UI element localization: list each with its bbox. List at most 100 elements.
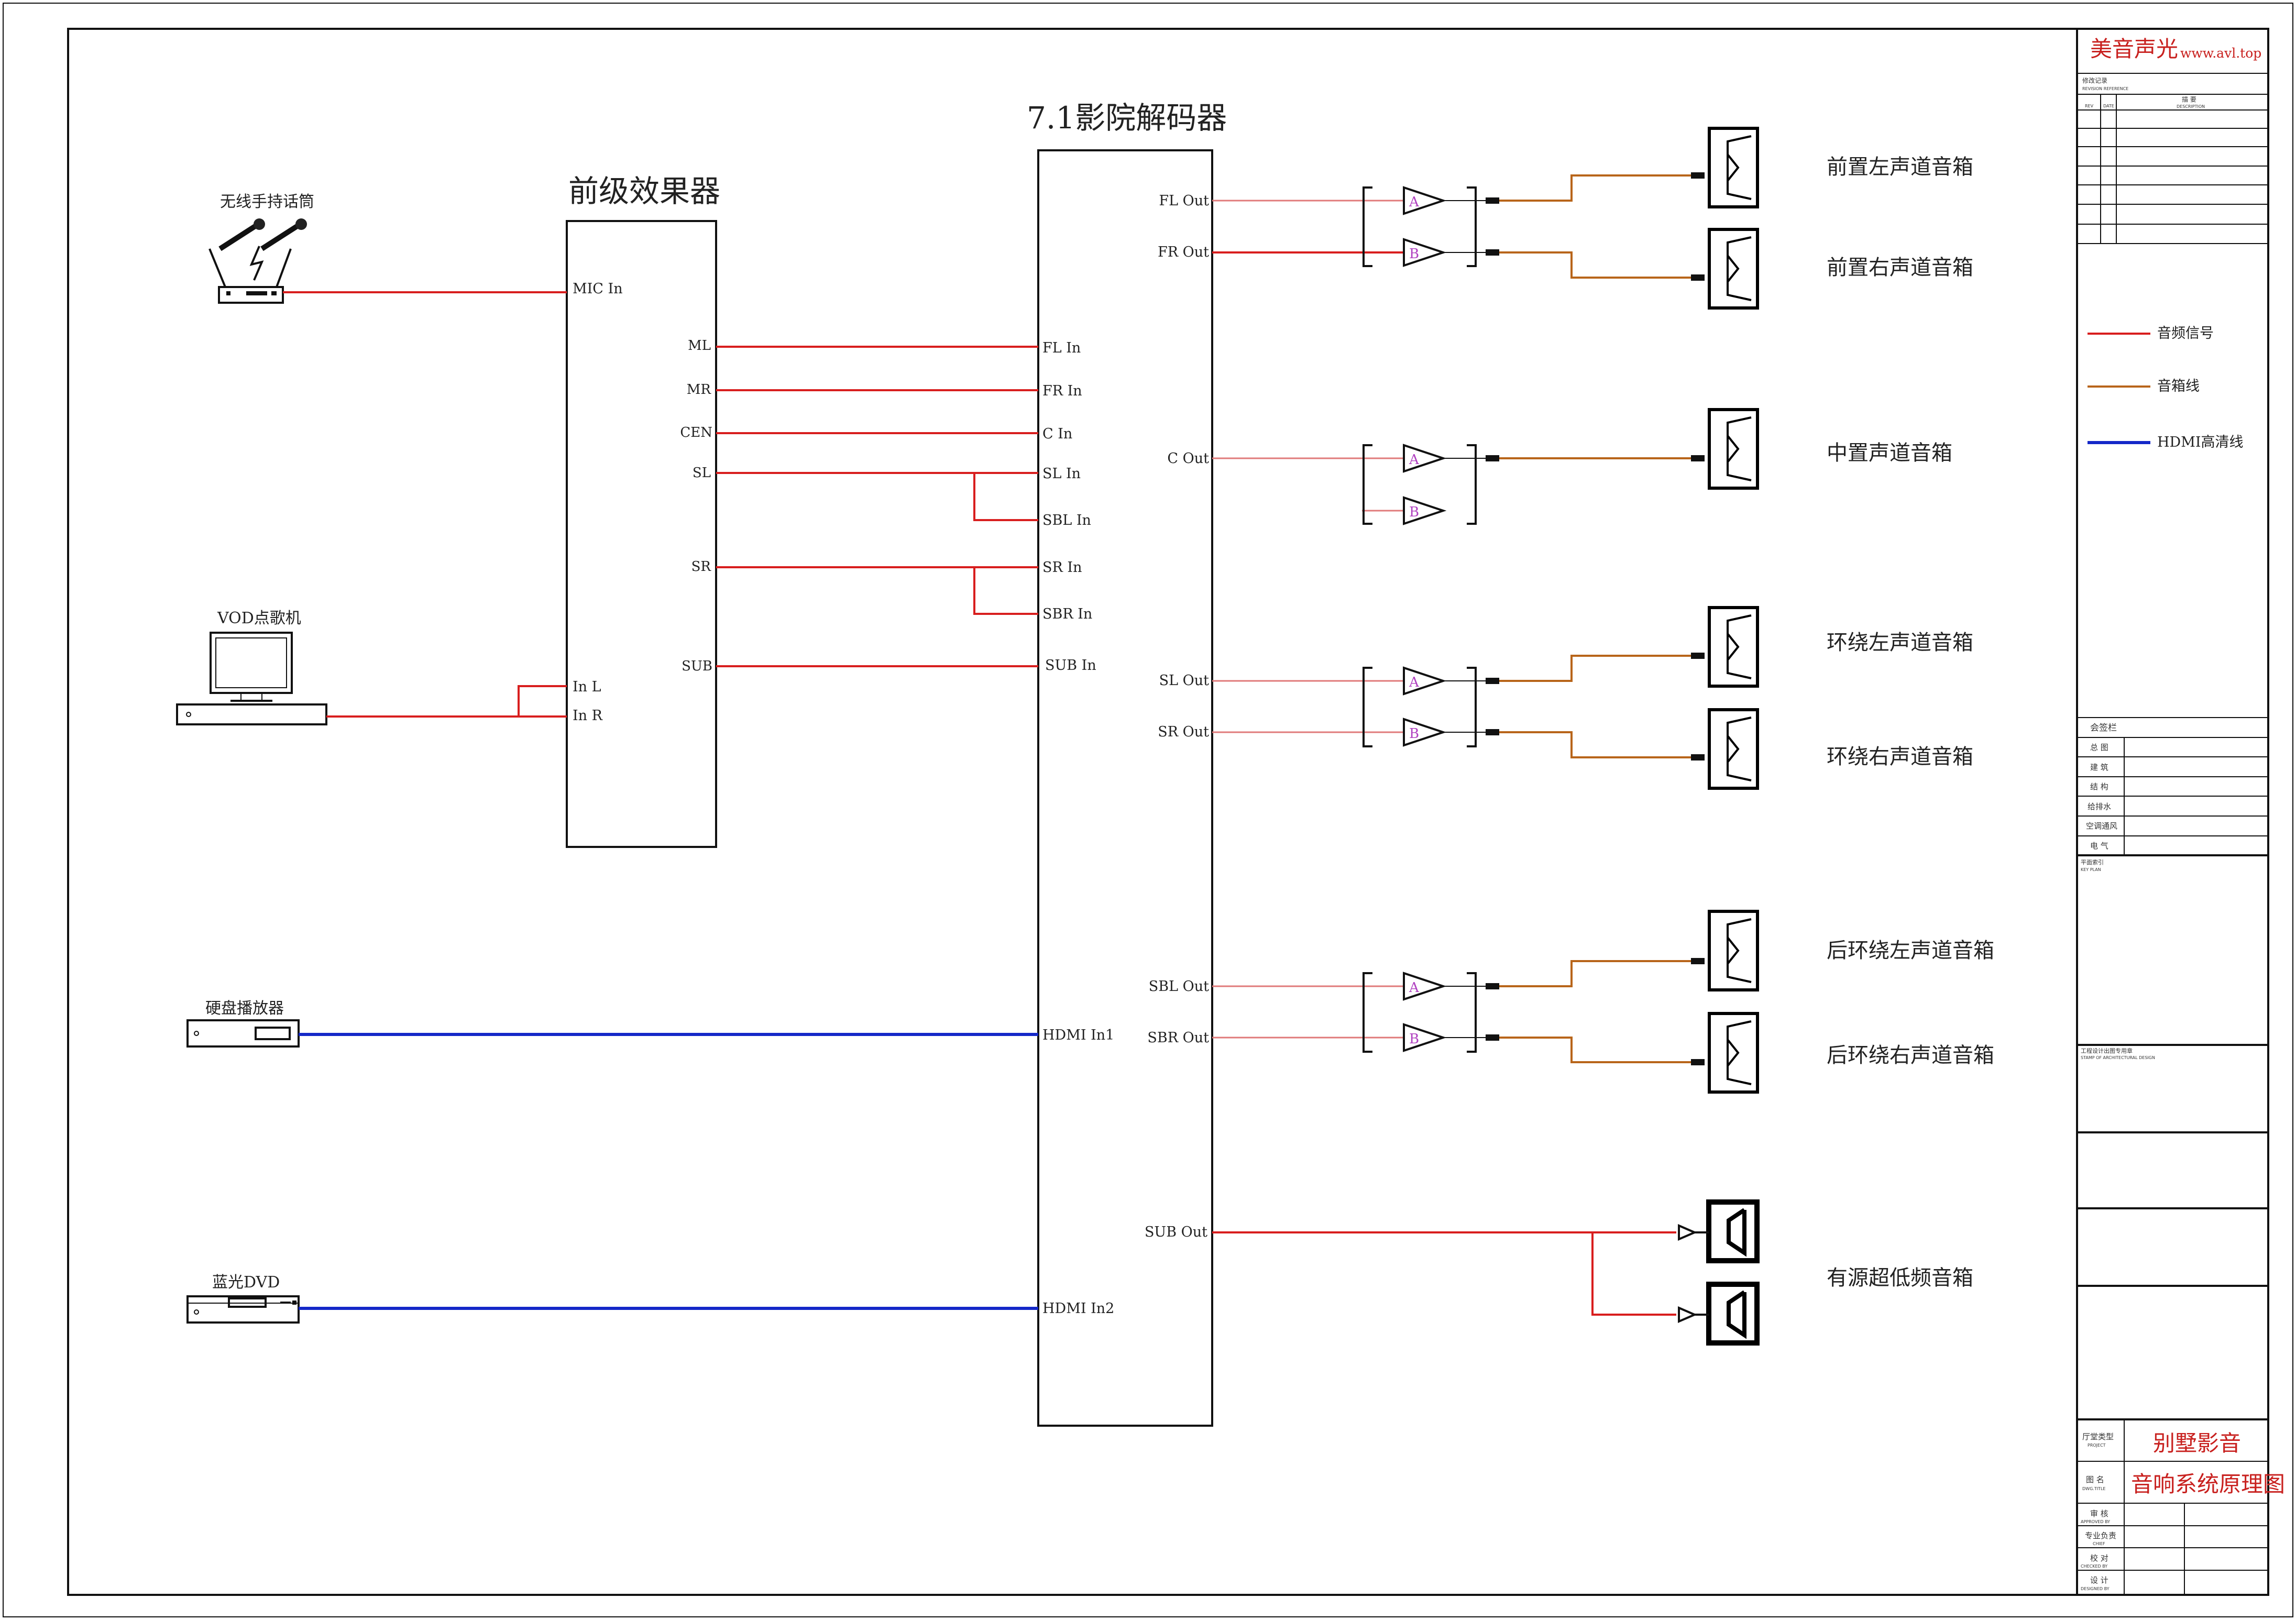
project-label-en: PROJECT [2088, 1443, 2106, 1448]
bluray-player-icon [186, 1295, 300, 1324]
outer-frame [3, 3, 2293, 1617]
key-plan: 平面索引 [2081, 858, 2104, 866]
decoder-in-hdmi2: HDMI In2 [1042, 1301, 1114, 1317]
brand-url: www.avl.top [2180, 46, 2261, 61]
drawing-label: 图 名 [2086, 1475, 2104, 1484]
preamp-in-l: In L [573, 679, 601, 695]
decoder-in-sl: SL In [1042, 466, 1081, 482]
amp-group-front: A B [1363, 186, 1488, 267]
decoder-out-sub: SUB Out [1145, 1224, 1207, 1240]
decoder-out-fl: FL Out [1159, 193, 1209, 209]
amp-b-label: B [1409, 246, 1419, 262]
speaker-label-sr: 环绕右声道音箱 [1827, 745, 1973, 769]
decoder-in-sr: SR In [1042, 559, 1082, 576]
decoder-out-fr: FR Out [1158, 244, 1209, 260]
hdmi-lines [299, 1033, 1038, 1310]
amp-output-connectors [1486, 197, 1499, 1041]
bluray-label: 蓝光DVD [212, 1273, 280, 1292]
amp-b-label: B [1409, 504, 1419, 520]
project-label: 厅堂类型 [2082, 1432, 2114, 1441]
speaker-label-sl: 环绕左声道音箱 [1827, 631, 1973, 655]
speaker-label-sbl: 后环绕左声道音箱 [1827, 939, 1994, 963]
speaker-cables [1499, 174, 1692, 1063]
preamp-title: 前级效果器 [568, 173, 720, 209]
amp-b-label: B [1409, 1031, 1419, 1047]
role-2-en: CHECKED BY [2081, 1564, 2107, 1569]
role-3-en: DESIGNED BY [2081, 1586, 2110, 1591]
decoder-in-c: C In [1042, 426, 1072, 442]
speaker-label-fl: 前置左声道音箱 [1827, 155, 1973, 179]
decoder-in-fl: FL In [1042, 340, 1081, 356]
preamp-out-sub: SUB [682, 658, 712, 674]
preamp-out-cen: CEN [680, 425, 712, 440]
role-0: 审 核 [2090, 1509, 2108, 1518]
wireless-mic-receiver-icon [208, 218, 307, 304]
key-plan-en: KEY PLAN [2081, 867, 2101, 872]
brand-name: 美音声光 [2090, 36, 2178, 62]
amp-a-label: A [1409, 194, 1420, 210]
role-1-en: CHIEF [2093, 1541, 2105, 1546]
role-1: 专业负责 [2085, 1531, 2116, 1540]
drawing-name: 音响系统原理图 [2131, 1471, 2285, 1497]
project-name: 别墅影音 [2153, 1430, 2241, 1456]
hdd-label: 硬盘播放器 [205, 999, 284, 1018]
amp-group-back: A B [1363, 972, 1488, 1053]
decoder-title: 7.1影院解码器 [1027, 100, 1227, 136]
stamp: 工程设计出图专用章 [2081, 1047, 2133, 1054]
title-block: 美音声光 www.avl.top 修改记录 REVISION REFERENCE… [2076, 29, 2285, 1595]
signoff-2: 结 构 [2090, 782, 2108, 791]
preamp-out-sr: SR [691, 559, 712, 575]
decoder-out-sbr: SBR Out [1147, 1030, 1209, 1046]
preamp-in-mic: MIC In [573, 281, 623, 297]
amp-group-surround: A B [1363, 666, 1488, 747]
decoder-out-sbl: SBL Out [1149, 978, 1209, 995]
amp-a-label: A [1409, 452, 1420, 468]
role-0-en: APPROVED BY [2081, 1519, 2110, 1524]
decoder-in-sub: SUB In [1045, 657, 1096, 674]
revision-title: 修改记录 [2082, 76, 2107, 84]
signoff-3: 给排水 [2088, 802, 2111, 811]
preamp-out-sl: SL [693, 465, 711, 481]
amp-b-label: B [1409, 726, 1419, 742]
drawing-label-en: DWG.TITLE [2082, 1486, 2105, 1491]
revision-title-en: REVISION REFERENCE [2082, 86, 2128, 91]
speaker-icons [1708, 127, 1759, 1094]
stamp-en: STAMP OF ARCHITECTURAL DESIGN [2081, 1055, 2155, 1060]
signoff-5: 电 气 [2090, 841, 2108, 851]
decoder-out-sl: SL Out [1159, 673, 1210, 689]
rev-col-date: DATE [2103, 104, 2114, 108]
decoder-in-sbl: SBL In [1042, 512, 1091, 528]
speaker-label-fr: 前置右声道音箱 [1827, 256, 1973, 280]
decoder-out-c: C Out [1167, 450, 1209, 467]
vod-label: VOD点歌机 [217, 609, 301, 627]
vod-computer-icon [176, 632, 327, 725]
decoder-in-hdmi1: HDMI In1 [1042, 1027, 1114, 1043]
audio-signal-lines [283, 251, 1676, 1316]
preamp-in-r: In R [573, 708, 603, 724]
subwoofer-icons [1678, 1199, 1760, 1346]
decoder-out-sr: SR Out [1158, 724, 1209, 740]
decoder-in-sbr: SBR In [1042, 606, 1092, 622]
legend-audio: 音频信号 [2157, 325, 2214, 341]
amp-a-label: A [1409, 980, 1420, 996]
signoff-title: 会签栏 [2090, 723, 2117, 733]
inner-frame [67, 28, 2269, 1596]
signoff-0: 总 图 [2090, 743, 2108, 752]
rev-col-desc-en: DESCRIPTION [2177, 104, 2205, 109]
amp-feed-lines [1212, 200, 1404, 1039]
rev-col-rev: REV [2085, 104, 2094, 108]
decoder-in-fr: FR In [1042, 383, 1082, 399]
signoff-1: 建 筑 [2090, 763, 2108, 772]
rev-col-desc: 描 要 [2182, 96, 2196, 103]
decoder-box [1037, 149, 1213, 1427]
preamp-box [566, 220, 717, 848]
speaker-connectors [1691, 172, 1705, 1065]
speaker-label-sub: 有源超低频音箱 [1827, 1266, 1973, 1290]
role-2: 校 对 [2090, 1553, 2108, 1563]
mic-label: 无线手持话筒 [220, 193, 314, 211]
role-3: 设 计 [2090, 1575, 2108, 1585]
preamp-out-ml: ML [688, 338, 711, 354]
legend-speaker: 音箱线 [2157, 378, 2200, 394]
preamp-out-mr: MR [687, 382, 712, 398]
